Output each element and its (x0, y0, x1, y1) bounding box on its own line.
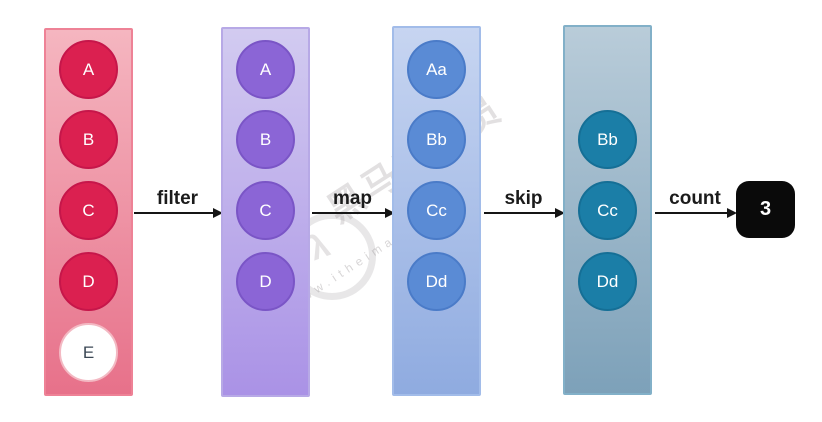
arrow-right-icon (655, 208, 737, 218)
element-circle: C (59, 181, 118, 240)
element-circle: Dd (578, 252, 637, 311)
operation-label: filter (156, 188, 199, 209)
element-circle: Cc (578, 181, 637, 240)
operation-filter: filter (134, 188, 223, 228)
operation-count: count (655, 188, 737, 228)
element-circle: A (236, 40, 295, 99)
element-circle: D (59, 252, 118, 311)
element-circle-empty: E (59, 323, 118, 382)
element-circle: B (236, 110, 295, 169)
element-circle: Bb (407, 110, 466, 169)
element-circle: Bb (578, 110, 637, 169)
arrow-right-icon (484, 208, 565, 218)
element-circle: A (59, 40, 118, 99)
stage-after-skip: Bb Cc Dd (563, 25, 652, 395)
stage-after-filter: A B C D (221, 27, 310, 397)
arrow-right-icon (134, 208, 223, 218)
operation-skip: skip (484, 188, 565, 228)
element-circle: B (59, 110, 118, 169)
element-circle: Cc (407, 181, 466, 240)
element-circle: C (236, 181, 295, 240)
operation-label: count (669, 188, 721, 209)
count-result-box: 3 (736, 181, 795, 238)
stage-after-map: Aa Bb Cc Dd (392, 26, 481, 396)
operation-map: map (312, 188, 395, 228)
arrow-right-icon (312, 208, 395, 218)
operation-label: map (332, 188, 373, 209)
element-circle: Aa (407, 40, 466, 99)
stage-source-list: A B C D E (44, 28, 133, 396)
operation-label: skip (504, 188, 543, 209)
element-circle: D (236, 252, 295, 311)
element-circle: Dd (407, 252, 466, 311)
